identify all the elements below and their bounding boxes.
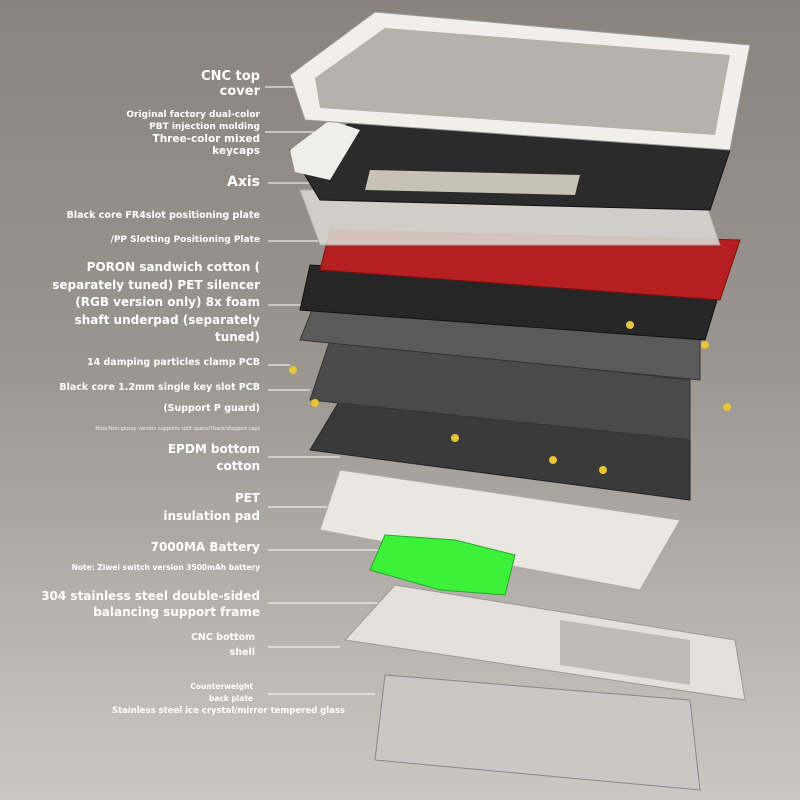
label-battery-note: Note: Ziwei switch version 3500mAh batte… <box>71 563 260 572</box>
label-pcb-small-note: Note:Non-glossy version supports split s… <box>95 426 260 432</box>
label-line: CNC bottom <box>190 632 255 643</box>
label-plate-pp: /PP Slotting Positioning Plate <box>110 235 260 245</box>
label-damping-particles: 14 damping particles clamp PCB <box>86 357 260 368</box>
keycaps-white-left <box>290 120 360 180</box>
label-pcb: Black core 1.2mm single key slot PCB <box>59 382 260 393</box>
keycaps-grey-space <box>365 170 580 195</box>
pet-insulation-pad <box>319 469 681 591</box>
label-line: PBT injection molding <box>149 122 260 132</box>
label-line: Counterweight <box>190 682 253 691</box>
label-line: Original factory dual-color <box>126 110 260 120</box>
damping-particles <box>289 321 731 474</box>
label-line: back plate <box>208 694 253 703</box>
label-plate-fr4: Black core FR4slot positioning plate <box>66 210 260 221</box>
label-tempered-glass: Stainless steel ice crystal/mirror tempe… <box>111 706 345 716</box>
label-pcb-note: (Support P guard) <box>163 403 260 414</box>
battery <box>369 534 516 596</box>
label-line: tuned) <box>214 330 260 344</box>
label-axis: Axis <box>227 174 260 190</box>
label-line: EPDM bottom <box>167 442 260 456</box>
label-pet: PET insulation pad <box>163 489 260 525</box>
label-line: balancing support frame <box>93 605 260 619</box>
label-line: PORON sandwich cotton ( <box>86 260 260 274</box>
bottom-shell-inner <box>560 620 690 685</box>
label-line: (RGB version only) 8x foam <box>75 295 260 309</box>
label-line: shell <box>229 647 255 658</box>
label-cnc-bottom-shell: CNC bottom shell <box>191 630 255 660</box>
label-epdm: EPDM bottom cotton <box>168 441 260 475</box>
leader-lines <box>265 86 380 695</box>
label-counterweight: Counterweight back plate <box>190 681 253 705</box>
label-line: CNC top <box>201 69 260 84</box>
label-line: insulation pad <box>163 509 260 523</box>
label-line: PET <box>234 491 260 505</box>
label-line: cover <box>219 83 260 99</box>
label-keycaps: Original factory dual-color PBT injectio… <box>126 109 260 157</box>
label-line: shaft underpad (separately <box>74 312 260 327</box>
label-poron: PORON sandwich cotton ( separately tuned… <box>52 259 260 347</box>
label-line: 304 stainless steel double-sided <box>41 589 260 603</box>
label-line: keycaps <box>212 145 260 157</box>
label-battery: 7000MA Battery <box>150 540 260 554</box>
label-support-frame: 304 stainless steel double-sided balancin… <box>41 588 260 620</box>
tempered-glass <box>374 674 701 791</box>
label-line: Three-color mixed <box>152 133 260 145</box>
top-cover-opening <box>315 28 730 135</box>
label-line: cotton <box>216 459 260 473</box>
label-line: separately tuned) PET silencer <box>52 277 260 292</box>
